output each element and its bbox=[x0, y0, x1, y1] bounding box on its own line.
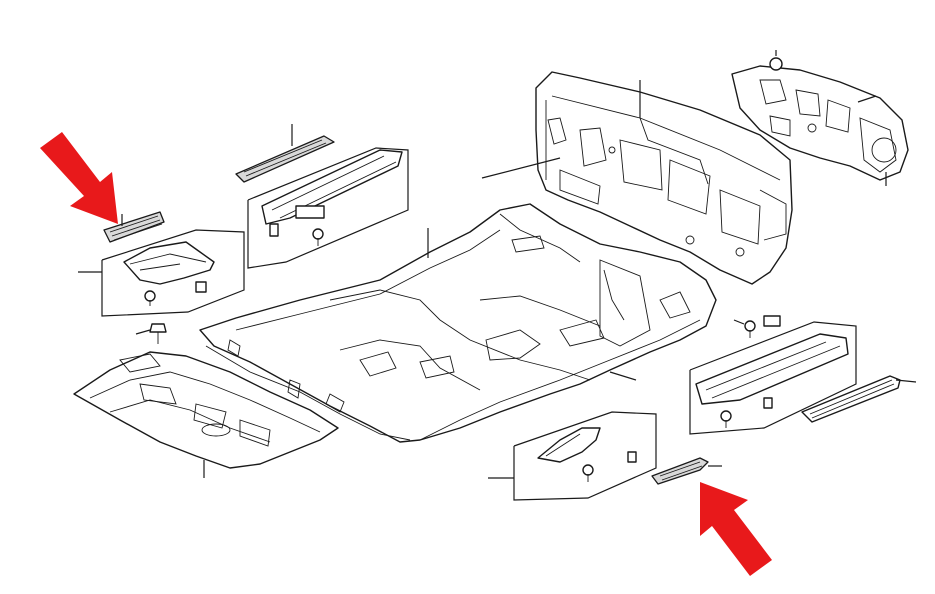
kick-panel-right[interactable] bbox=[537, 427, 637, 482]
side-step-plate-left[interactable] bbox=[103, 211, 165, 243]
front-sill-garnish-left-box bbox=[247, 147, 409, 269]
leader-dashboard-insulator-2 bbox=[481, 157, 561, 179]
leader-rear-sill-right-plate bbox=[895, 379, 917, 383]
dash-silencer[interactable] bbox=[731, 57, 909, 181]
leader-clip-left bbox=[135, 329, 151, 335]
leader-dash-silencer bbox=[857, 95, 877, 103]
kick-panel-left[interactable] bbox=[123, 241, 215, 306]
leader-clip-right bbox=[733, 319, 745, 325]
dashboard-insulator[interactable] bbox=[535, 71, 793, 285]
red-arrow-bottom-right bbox=[700, 482, 772, 576]
front-sill-garnish-left[interactable] bbox=[261, 149, 403, 246]
red-arrow-top-left bbox=[40, 132, 118, 224]
rear-sill-garnish-right-plate[interactable] bbox=[801, 375, 901, 423]
clip-left[interactable] bbox=[149, 323, 167, 344]
side-step-plate-right[interactable] bbox=[651, 457, 709, 485]
floor-carpet[interactable] bbox=[199, 203, 717, 443]
kick-panel-right-box bbox=[513, 411, 657, 501]
rear-sill-garnish-right[interactable] bbox=[695, 333, 849, 428]
kick-panel-left-box bbox=[101, 229, 245, 317]
rear-floor-mat[interactable] bbox=[73, 351, 339, 469]
clip-right[interactable] bbox=[744, 315, 781, 338]
rear-sill-garnish-right-box bbox=[689, 321, 857, 435]
front-sill-garnish-left-plate[interactable] bbox=[235, 135, 335, 183]
leader-floor-carpet-2 bbox=[609, 371, 637, 381]
